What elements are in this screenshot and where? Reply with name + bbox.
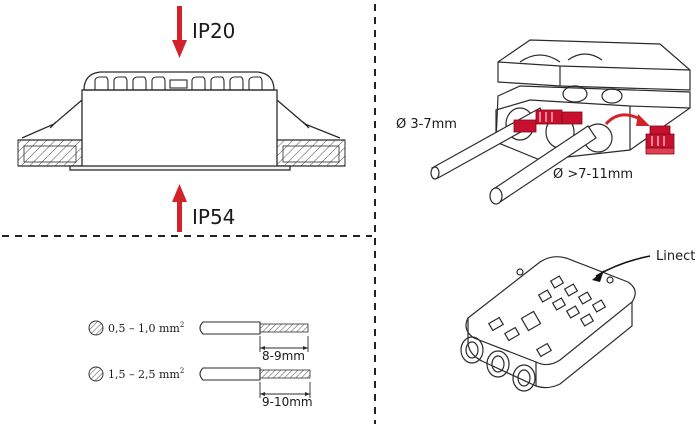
wire-cross-section-icon xyxy=(88,366,104,382)
wire-section-label: 1,5 – 2,5 mm2 xyxy=(108,367,184,381)
ip20-label: IP20 xyxy=(192,19,235,43)
arrow-down-icon xyxy=(172,6,187,58)
strip-length-label: 8-9mm xyxy=(262,349,305,363)
curved-arrow-icon xyxy=(604,113,650,126)
connector-box-open xyxy=(495,39,691,161)
downlight-install-drawing xyxy=(18,71,345,171)
linect-connector-drawing xyxy=(460,256,636,392)
wire-cross-section-icon xyxy=(88,320,104,336)
linect-label: Linect xyxy=(656,249,695,264)
strip-length-label: 9-10mm xyxy=(262,395,313,409)
red-terminal-blocks xyxy=(513,109,675,155)
ip54-label: IP54 xyxy=(192,205,235,229)
arrow-up-icon xyxy=(172,184,187,232)
large-diameter-label: Ø >7-11mm xyxy=(553,167,633,182)
wire-row-1: 0,5 – 1,0 mm2 8-9mm xyxy=(88,320,309,363)
leader-arrow-icon xyxy=(592,255,651,282)
wire-row-2: 1,5 – 2,5 mm2 9-10mm xyxy=(88,366,313,409)
small-diameter-label: Ø 3-7mm xyxy=(396,117,457,132)
wire-section-label: 0,5 – 1,0 mm2 xyxy=(108,321,184,335)
